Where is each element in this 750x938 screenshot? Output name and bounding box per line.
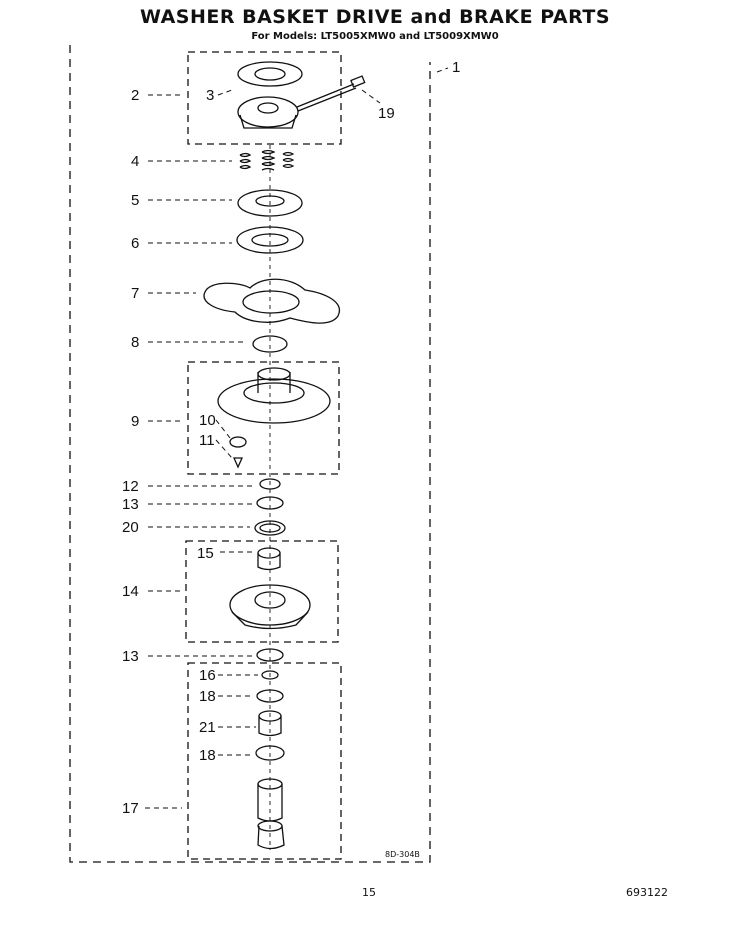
part-20 [254, 520, 286, 536]
callout-8: 8 [131, 334, 139, 351]
group-box-17 [187, 662, 342, 860]
part-5-plate [237, 189, 303, 217]
callout-10: 10 [199, 412, 216, 429]
callout-9: 9 [131, 413, 139, 430]
part-21 [258, 716, 282, 737]
callout-4: 4 [131, 153, 139, 170]
callout-5: 5 [131, 192, 139, 209]
part-4-springs [239, 149, 295, 171]
part-8-ring [252, 335, 288, 353]
callout-6: 6 [131, 235, 139, 252]
page-number: 15 [362, 886, 376, 899]
part-18b [255, 745, 285, 761]
callout-3: 3 [206, 87, 214, 104]
callout-12: 12 [122, 478, 139, 495]
part-11-screw [232, 457, 244, 469]
callout-11: 11 [199, 432, 215, 449]
document-number: 693122 [626, 886, 668, 899]
part-18a [256, 689, 284, 703]
callout-20: 20 [122, 519, 139, 536]
part-15-bearing [257, 553, 281, 571]
callout-2: 2 [131, 87, 139, 104]
part-13b [256, 648, 284, 662]
part-10-washer [229, 436, 247, 448]
callout-15: 15 [197, 545, 214, 562]
callout-14: 14 [122, 583, 139, 600]
model-subtitle: For Models: LT5005XMW0 and LT5009XMW0 [251, 31, 499, 42]
callout-21: 21 [199, 719, 216, 736]
part-7-gasket [203, 278, 341, 324]
page-title: WASHER BASKET DRIVE and BRAKE PARTS [139, 6, 611, 28]
callout-16: 16 [199, 667, 216, 684]
callout-1: 1 [452, 59, 460, 76]
part-14-pulley [229, 584, 311, 630]
part-3-ring [237, 61, 303, 87]
callout-13-upper: 13 [122, 496, 139, 513]
diagram-code: 8D-304B [385, 850, 420, 859]
assembly-outline [69, 45, 431, 863]
part-6-ring [236, 226, 304, 254]
callout-7: 7 [131, 285, 139, 302]
callout-18-lower: 18 [199, 747, 216, 764]
group-box-9 [187, 361, 340, 475]
callout-13-lower: 13 [122, 648, 139, 665]
callout-18-upper: 18 [199, 688, 216, 705]
callout-17: 17 [122, 800, 139, 817]
part-16 [261, 670, 279, 680]
part-2-hub [237, 96, 299, 128]
callout-19: 19 [378, 105, 395, 122]
group-box-14 [185, 540, 339, 643]
part-12 [259, 478, 281, 490]
group-box-2 [187, 51, 342, 145]
part-13a [256, 496, 284, 510]
part-9-housing [217, 367, 331, 424]
